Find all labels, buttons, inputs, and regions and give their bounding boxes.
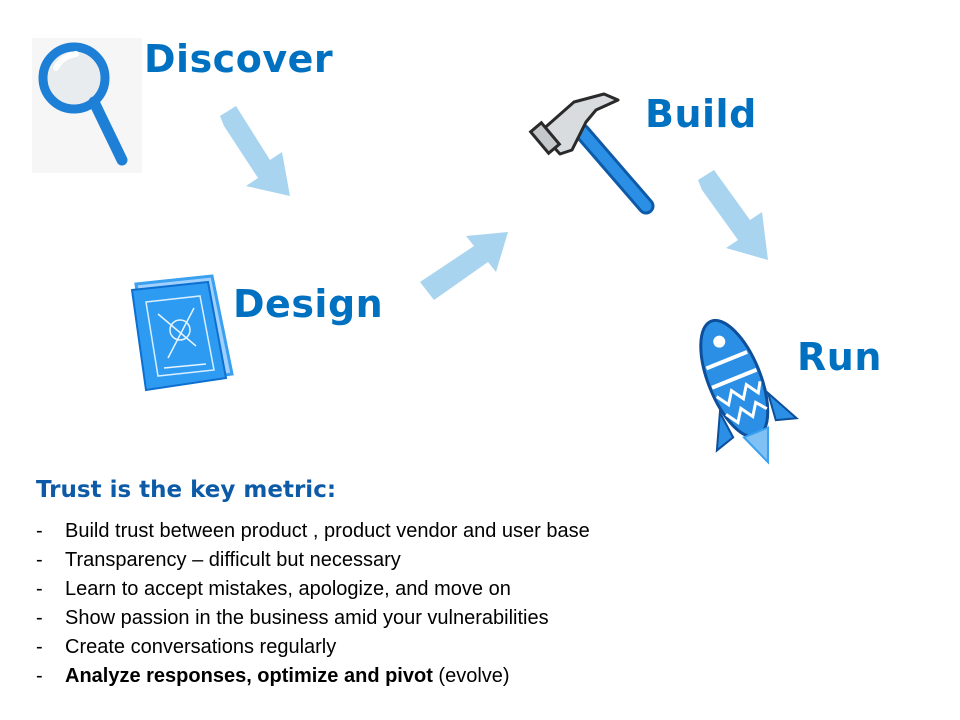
stage-label-discover: Discover bbox=[144, 37, 334, 81]
stage-label-design: Design bbox=[233, 282, 384, 326]
rocket-icon bbox=[699, 318, 799, 465]
blueprint-icon bbox=[130, 274, 234, 392]
list-item: -Analyze responses, optimize and pivot (… bbox=[36, 665, 510, 687]
bullet-list: -Build trust between product , product v… bbox=[36, 517, 590, 691]
section-subtitle: Trust is the key metric: bbox=[36, 477, 337, 503]
stage-label-build: Build bbox=[645, 92, 757, 136]
hammer-icon bbox=[528, 92, 655, 215]
list-item: -Create conversations regularly bbox=[36, 636, 337, 658]
magnifier-icon bbox=[32, 38, 142, 173]
list-item: -Build trust between product , product v… bbox=[36, 520, 590, 542]
list-item: -Learn to accept mistakes, apologize, an… bbox=[36, 578, 511, 600]
stage-label-run: Run bbox=[797, 335, 882, 379]
arrow-icon bbox=[420, 232, 508, 300]
list-item: -Transparency – difficult but necessary bbox=[36, 549, 401, 571]
arrow-icon bbox=[698, 170, 768, 260]
arrow-icon bbox=[220, 106, 290, 196]
list-item: -Show passion in the business amid your … bbox=[36, 607, 549, 629]
